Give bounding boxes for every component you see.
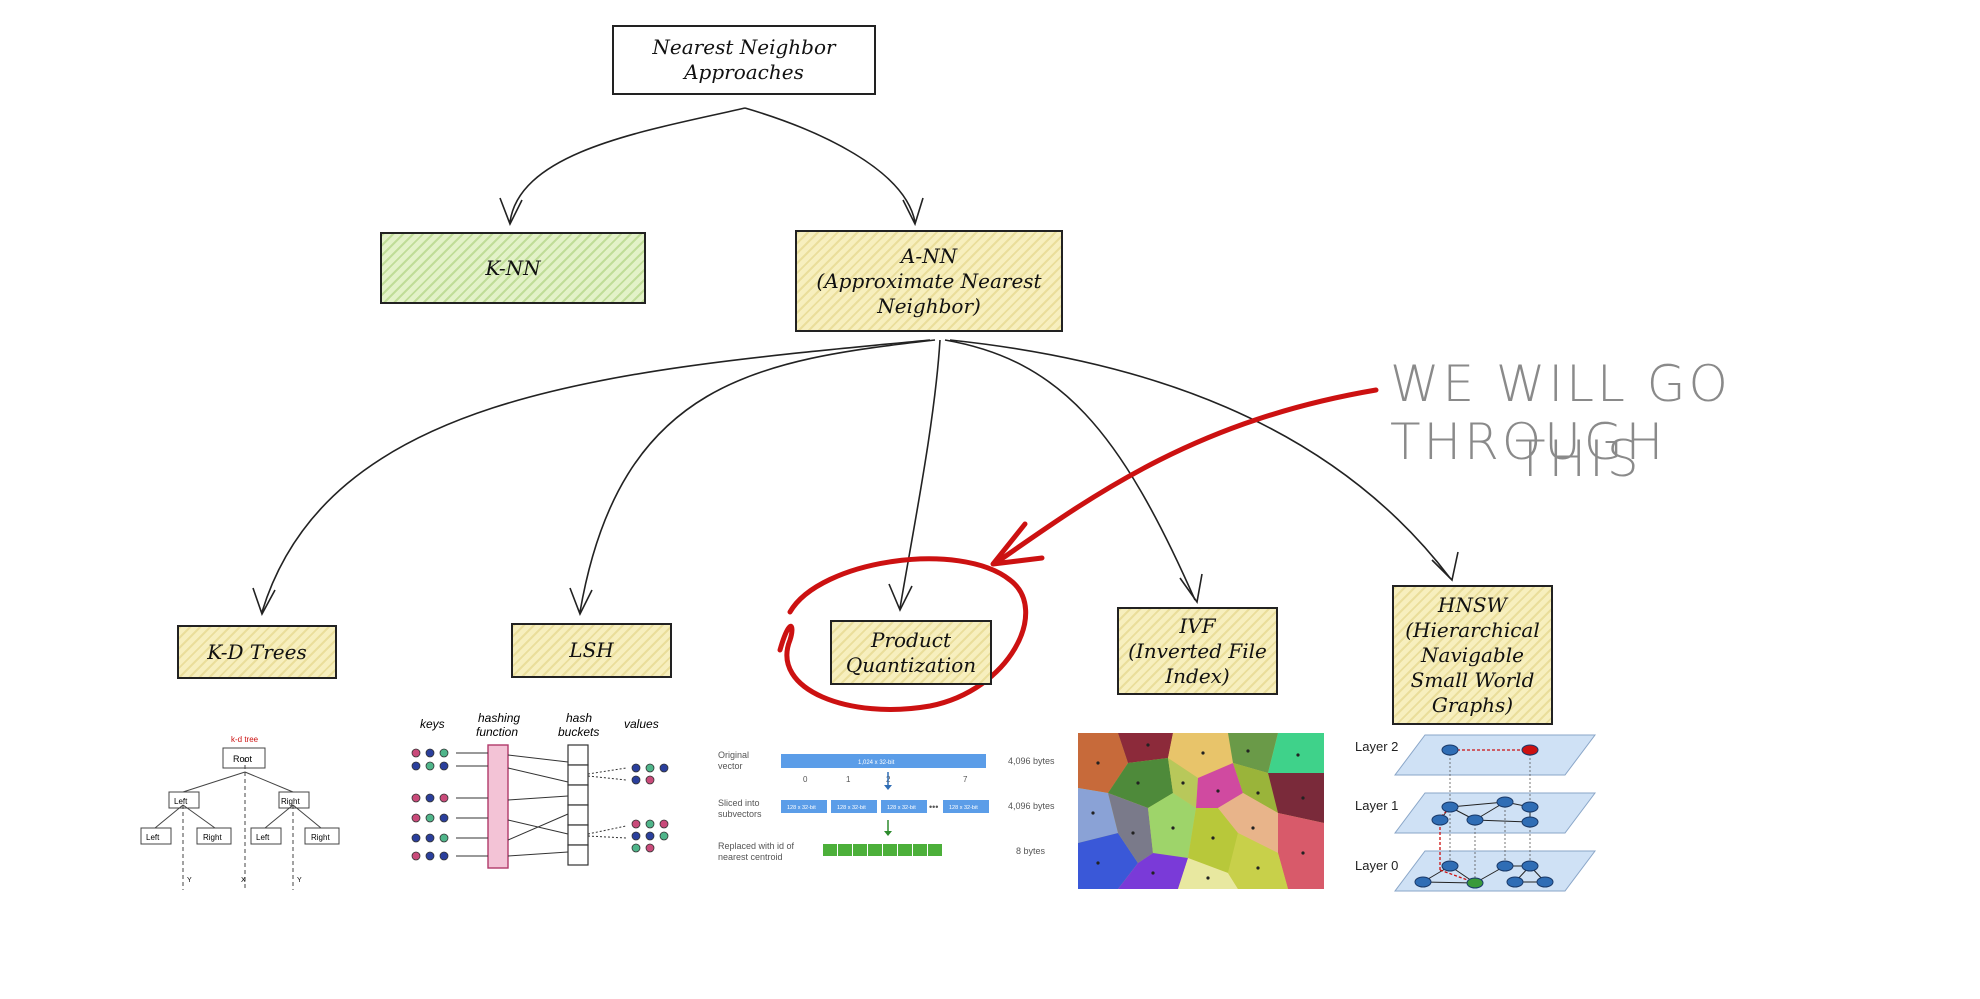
arrowhead-lsh [569, 587, 593, 616]
hnsw-node: HNSW (Hierarchical Navigable Small World… [1392, 585, 1553, 725]
kdtree-leaf-2: Right [203, 833, 222, 842]
edge-ann-ivf [944, 339, 1196, 601]
kdtree-leaf-1: Left [146, 833, 160, 842]
arrowhead-hnsw [1431, 551, 1459, 582]
kdtree-left: Left [174, 797, 188, 806]
arrowhead-knn [499, 197, 523, 226]
edge-ann-hnsw [949, 339, 1451, 579]
knn-node: K-NN [380, 232, 646, 304]
lsh-key-dots [411, 748, 449, 861]
edge-root-knn [509, 107, 746, 223]
kdtree-root: Root [233, 754, 253, 764]
edge-ann-pq [899, 339, 941, 609]
annotation-arrow [997, 387, 1379, 563]
annotation-text-line1: WE WILL GO THROUGH [1390, 355, 1731, 471]
hnsw-layer1-label: Layer 1 [1355, 798, 1398, 813]
lsh-value-dots [631, 763, 669, 853]
pq-sub-2: 128 x 32-bit [837, 805, 866, 811]
annotation-text-line2: THIS [1515, 430, 1642, 488]
ivf-node: IVF (Inverted File Index) [1117, 607, 1278, 695]
hnsw-layer2-label: Layer 2 [1355, 739, 1398, 754]
kdtree-leaf-4: Right [311, 833, 330, 842]
arrowhead-kd [252, 587, 276, 616]
annotation-circle [777, 556, 1029, 712]
lsh-node: LSH [511, 623, 672, 678]
lsh-values-label: values [624, 717, 659, 731]
annotation-arrowhead [990, 521, 1045, 567]
kdtree-title: k-d tree [231, 735, 259, 744]
lsh-keys-label: keys [420, 717, 445, 731]
pq-index-0: 0 [803, 775, 808, 784]
pq-row1-size: 4,096 bytes [1008, 756, 1055, 766]
pq-row2-size: 4,096 bytes [1008, 801, 1055, 811]
pq-sub-3: 128 x 32-bit [887, 805, 916, 811]
pq-row3-size: 8 bytes [1016, 846, 1046, 856]
kdtree-axis-2: X [241, 877, 246, 884]
arrowhead-ivf [1179, 573, 1203, 605]
kdtree-figure: k-d tree Root Left Right Left Right Left… [140, 735, 340, 890]
hnsw-figure: Layer 2 Layer 1 Layer 0 [1355, 734, 1596, 892]
pq-node: Product Quantization [830, 620, 992, 685]
pq-sub-1: 128 x 32-bit [787, 805, 816, 811]
pq-index-7: 7 [963, 775, 968, 784]
pq-codes [823, 844, 942, 856]
ivf-voronoi-figure [1078, 733, 1324, 889]
root-node: Nearest Neighbor Approaches [612, 25, 876, 95]
kdtree-leaf-3: Left [256, 833, 270, 842]
hnsw-layer2-plane [1394, 734, 1596, 776]
pq-subvectors [781, 800, 989, 813]
ann-node: A-NN (Approximate Nearest Neighbor) [795, 230, 1063, 332]
arrowhead-pq [888, 583, 913, 612]
edge-ann-lsh [579, 339, 936, 613]
edge-ann-kd [261, 339, 931, 613]
kdtrees-node: K-D Trees [177, 625, 337, 679]
pq-index-1: 1 [846, 775, 851, 784]
kdtree-axis-1: Y [187, 877, 192, 884]
hnsw-layer1-plane [1394, 792, 1596, 834]
hnsw-layer0-label: Layer 0 [1355, 858, 1398, 873]
arrowhead-ann [902, 197, 924, 227]
kdtree-axis-3: Y [297, 877, 302, 884]
pq-sub-4: 128 x 32-bit [949, 805, 978, 811]
kdtree-right: Right [281, 797, 300, 806]
pq-row1-box: 1,024 x 32-bit [858, 760, 895, 766]
edge-root-ann [744, 107, 916, 223]
pq-dots: ••• [929, 802, 938, 812]
